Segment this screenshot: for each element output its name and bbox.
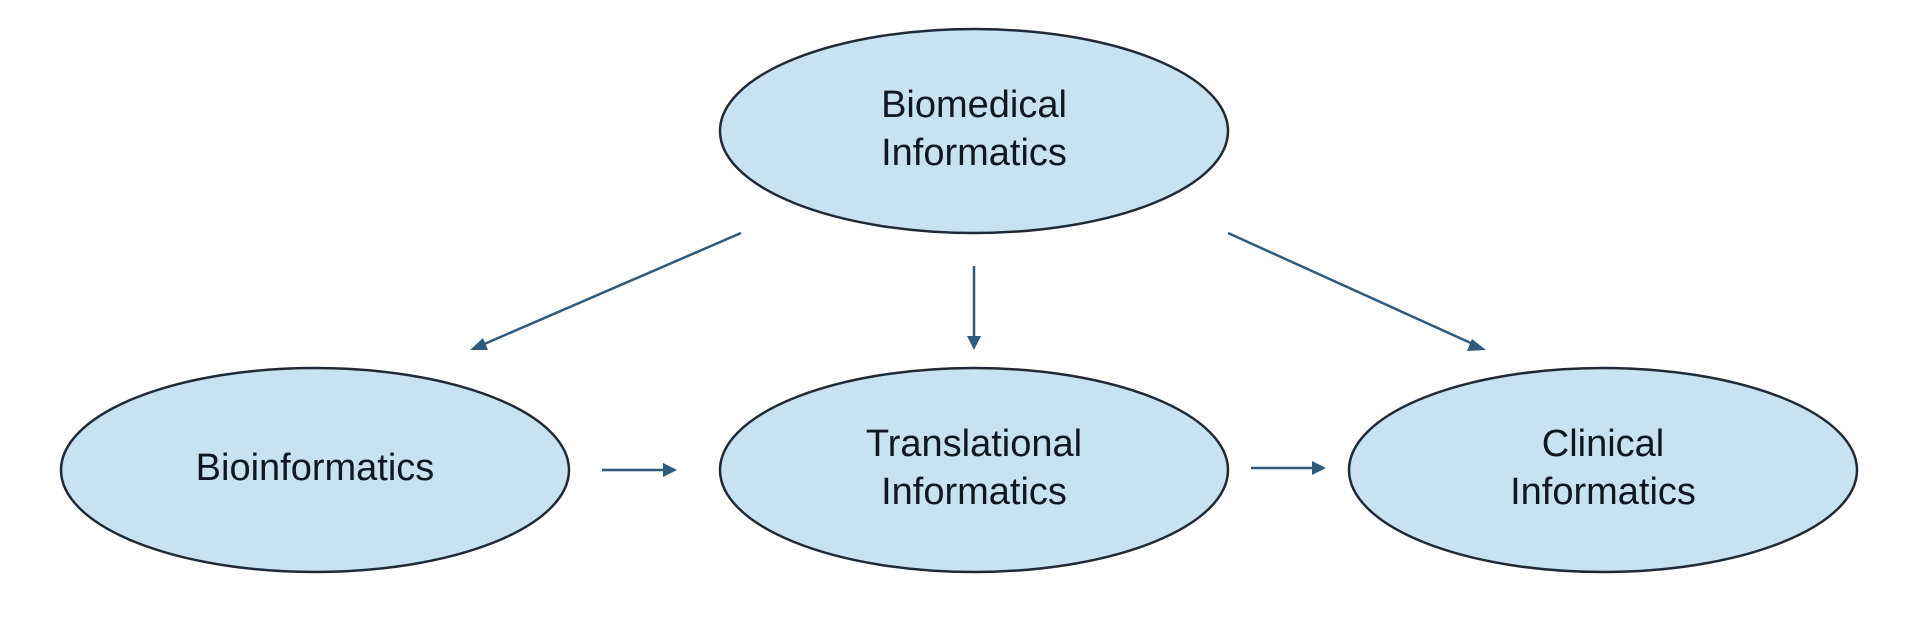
edge-biomedical-to-translational	[967, 266, 981, 350]
node-translational-label-line2: Informatics	[881, 471, 1067, 513]
edge-biomedical-to-clinical	[1227, 231, 1486, 351]
node-biomedical-label-line2: Informatics	[881, 132, 1067, 174]
edge-translational-to-clinical	[1251, 461, 1326, 475]
node-bioinformatics-label: Bioinformatics	[196, 447, 435, 489]
node-translational-informatics: Translational Informatics	[718, 366, 1230, 574]
node-clinical-label-line1: Clinical	[1542, 423, 1664, 465]
node-clinical-informatics: Clinical Informatics	[1347, 366, 1859, 574]
edge-bioinformatics-to-translational	[602, 463, 677, 477]
node-translational-label-line1: Translational	[866, 423, 1082, 465]
edge-biomedical-to-bioinformatics	[470, 231, 742, 350]
node-biomedical-label-line1: Biomedical	[881, 84, 1067, 126]
node-biomedical-informatics: Biomedical Informatics	[718, 27, 1230, 235]
node-bioinformatics: Bioinformatics	[59, 366, 571, 574]
node-clinical-label-line2: Informatics	[1510, 471, 1696, 513]
